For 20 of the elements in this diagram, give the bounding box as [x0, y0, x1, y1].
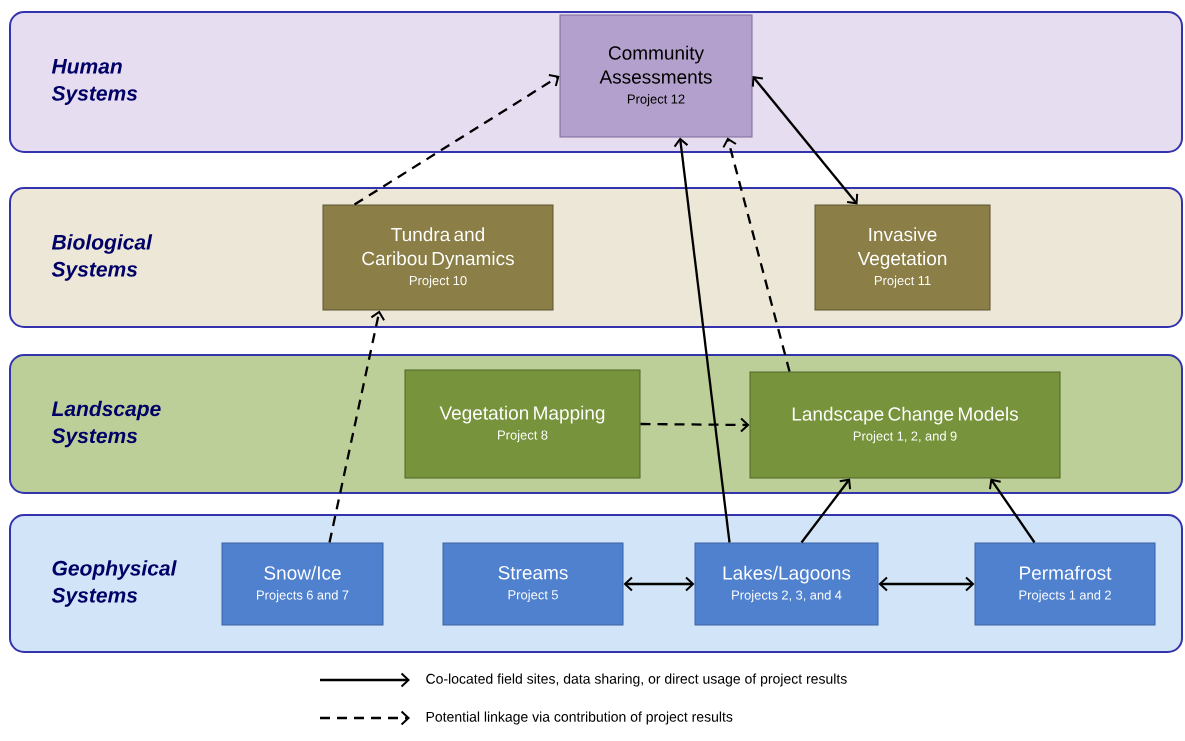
project-box: Invasive Vegetation Project 11 [814, 204, 991, 311]
project-box: Landscape Change Models Project 1, 2, and 9 [749, 371, 1061, 479]
legend-text: Co-located field sites, data sharing, or direct usage of project results [426, 673, 847, 687]
arrow [640, 417, 750, 433]
project-box: Tundra and Caribou Dynamics Project 10 [322, 204, 554, 311]
project-box: Streams Project 5 [442, 542, 624, 626]
arrow [328, 310, 386, 543]
project-box: Vegetation Mapping Project 8 [404, 369, 641, 479]
project-box: Community Assessments Project 12 [559, 14, 753, 138]
legend-text: Potential linkage via contribution of project results [426, 711, 733, 725]
arrow [353, 74, 560, 206]
arrow [623, 576, 695, 592]
arrow [878, 576, 975, 592]
project-box: Snow/Ice Projects 6 and 7 [221, 542, 384, 626]
project-box: Permafrost Projects 1 and 2 [974, 542, 1156, 626]
arrow [988, 478, 1036, 544]
arrow [751, 76, 859, 205]
arrow [800, 478, 852, 544]
project-box: Lakes/Lagoons Projects 2, 3, and 4 [694, 542, 879, 626]
arrow [673, 137, 731, 543]
